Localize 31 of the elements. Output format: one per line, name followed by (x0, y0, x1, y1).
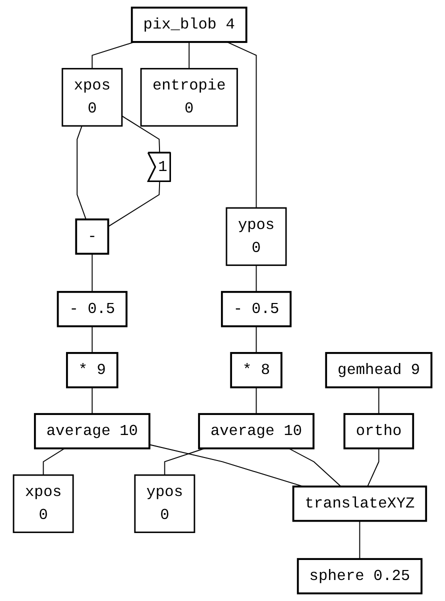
node-box: - 0.5 (220, 290, 292, 328)
node-box: average 10 (34, 413, 150, 450)
connector (256, 326, 257, 354)
node-box: translateXYZ (292, 486, 428, 522)
node-box: pix_blob 4 (130, 6, 248, 43)
node-box: xpos 0 (62, 68, 123, 127)
connector (359, 520, 360, 560)
node-box: xpos 0 (12, 474, 74, 534)
node-box: entropie 0 (140, 68, 238, 127)
connector (121, 115, 160, 154)
connector (226, 42, 257, 208)
node-box: sphere 0.25 (296, 558, 422, 594)
connector (256, 264, 257, 292)
connector (108, 181, 160, 228)
node-box: ypos 0 (226, 207, 287, 266)
node-box: average 10 (198, 413, 314, 450)
connector (92, 326, 93, 354)
node-box: ypos 0 (134, 474, 196, 534)
connector (42, 448, 66, 476)
connector (367, 448, 380, 487)
node-box: - 0.5 (56, 290, 128, 328)
node-box: * 9 (66, 352, 118, 388)
node-box: * 8 (230, 352, 282, 388)
connector (92, 253, 93, 292)
connector (76, 125, 86, 220)
connector (288, 448, 342, 487)
connector (188, 42, 190, 70)
node-box: - (75, 218, 110, 255)
node-box: gemhead 9 (325, 352, 432, 388)
node-box: ortho (343, 413, 414, 450)
connector (148, 444, 304, 487)
